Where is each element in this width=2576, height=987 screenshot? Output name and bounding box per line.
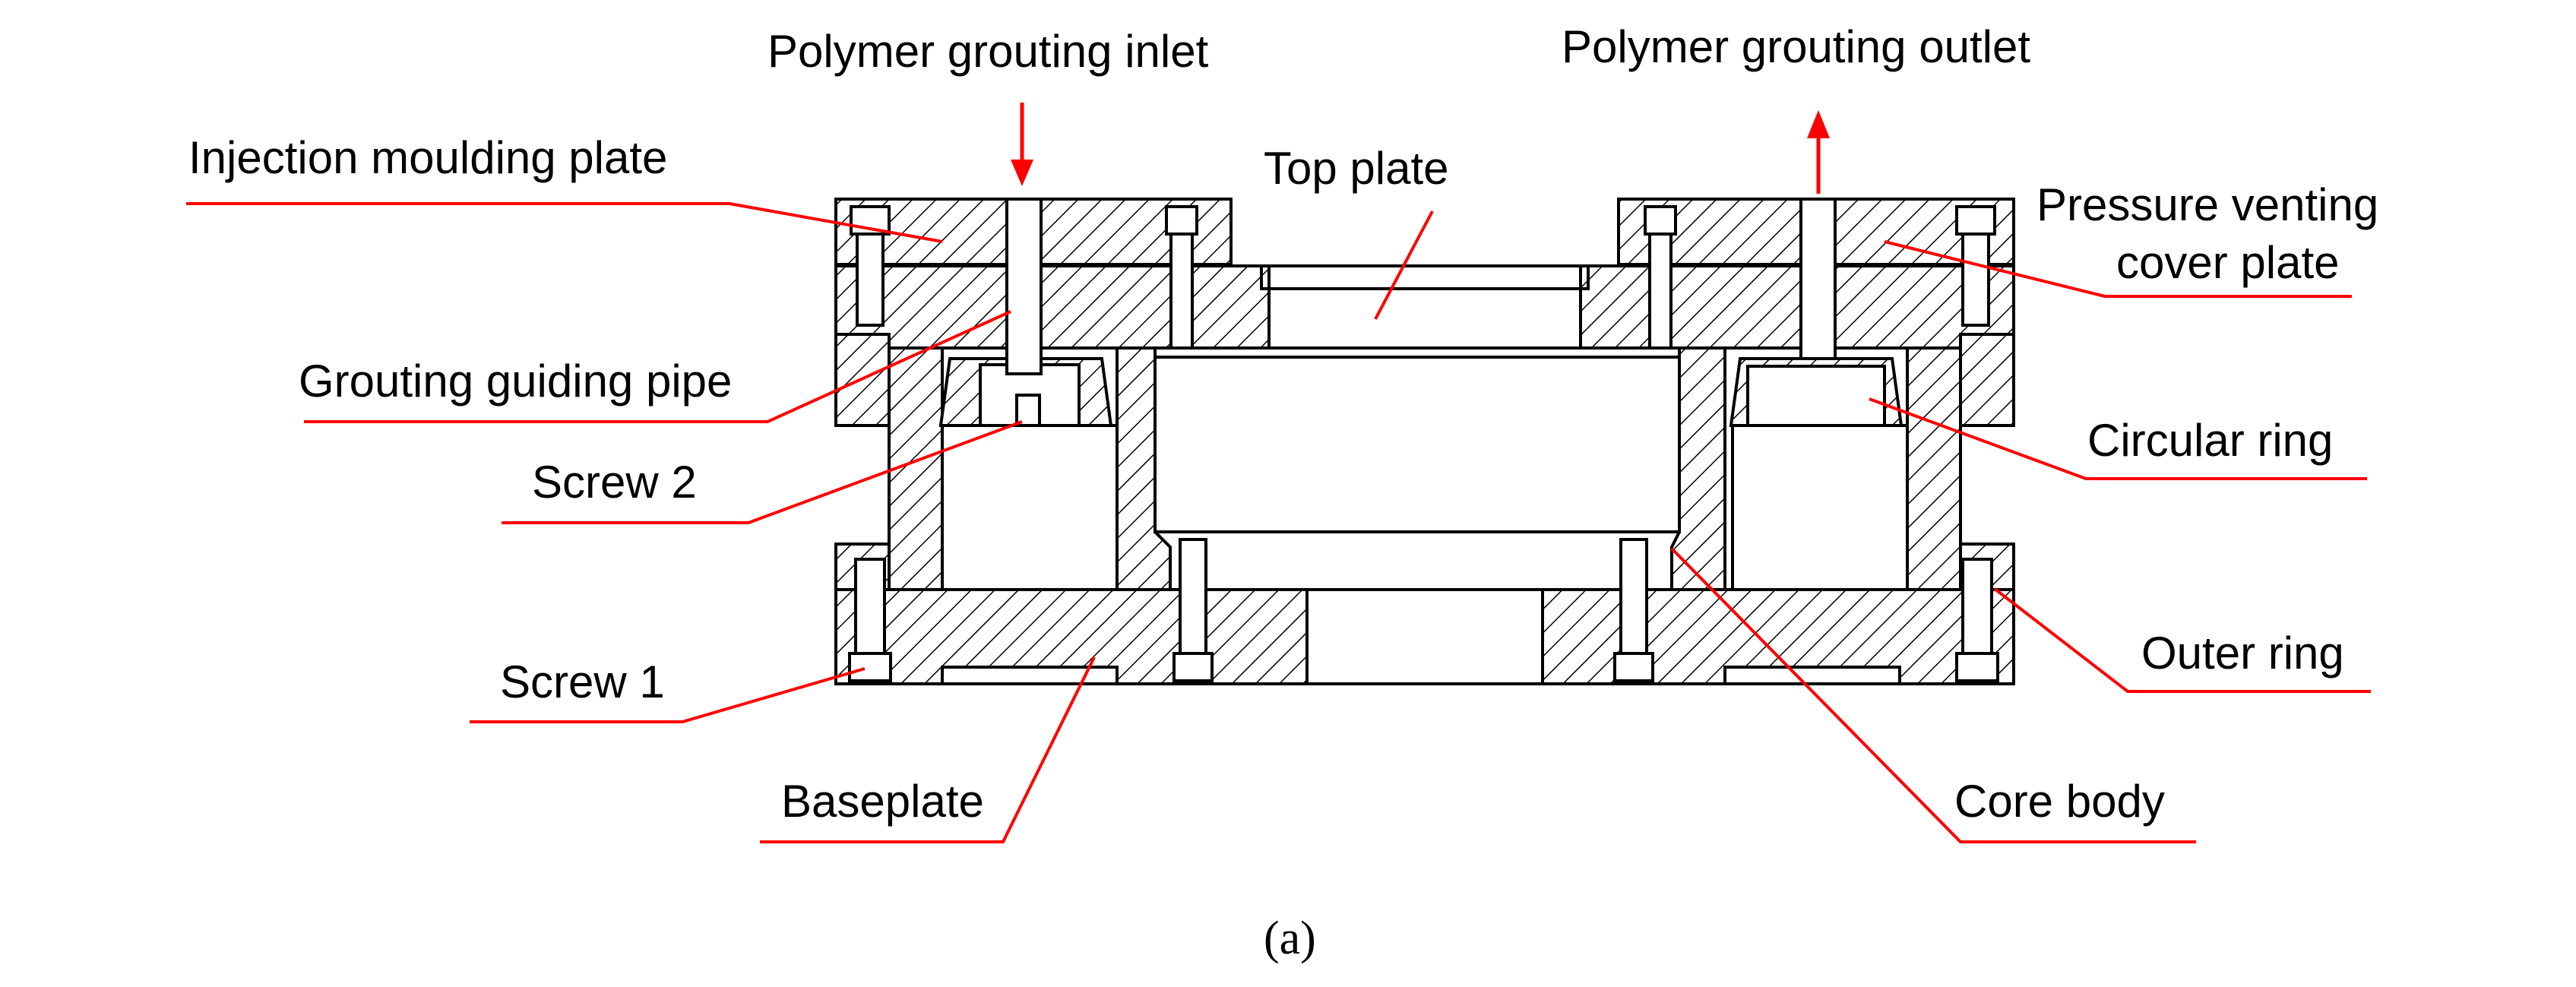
leader-screw1: [470, 667, 866, 723]
label-pressure-venting-line1: Pressure venting: [2036, 179, 2378, 230]
label-core-body: Core body: [1954, 776, 2165, 827]
screw-mid-right-top: [1644, 205, 1677, 236]
label-grouting-guiding-pipe: Grouting guiding pipe: [299, 356, 732, 407]
screw-mid-left-top: [1165, 205, 1198, 236]
outlet-arrow: [1807, 110, 1830, 194]
leader-guiding-pipe: [304, 310, 1011, 423]
label-screw-1: Screw 1: [500, 656, 665, 707]
label-pressure-venting-line2: cover plate: [2116, 237, 2340, 288]
left-cavity: [941, 424, 1119, 591]
label-circular-ring: Circular ring: [2087, 415, 2333, 466]
screw-mid-right-bot-shank: [1619, 538, 1648, 655]
top-plate-left: [834, 264, 1271, 350]
leader-core-body: [1670, 547, 2196, 843]
leader-outer-ring: [1993, 587, 2371, 693]
top-plate-opening: [1267, 264, 1582, 350]
outer-ring-right-wall: [1906, 346, 1962, 591]
screw-mid-left-top-shank: [1169, 233, 1194, 350]
grouting-guiding-pipe: [1005, 198, 1043, 375]
label-screw-2: Screw 2: [532, 457, 697, 508]
label-polymer-grouting-inlet: Polymer grouting inlet: [767, 26, 1209, 77]
core-body-bore: [1154, 356, 1681, 533]
baseplate-opening: [1305, 588, 1544, 685]
screw-mid-left-bot: [1172, 652, 1214, 682]
label-top-plate: Top plate: [1264, 143, 1449, 194]
leader-baseplate: [760, 656, 1096, 843]
screw-1-shank: [854, 558, 886, 655]
screw-right-bot: [1955, 652, 1999, 682]
circular-ring-right-inner: [1746, 365, 1886, 427]
leader-injection-plate: [186, 202, 943, 243]
label-polymer-grouting-outlet: Polymer grouting outlet: [1562, 21, 2030, 72]
right-cavity: [1731, 424, 1909, 591]
screw-right-bot-shank: [1961, 558, 1993, 655]
top-plate-right: [1579, 264, 2015, 350]
leader-top-plate: [1374, 210, 1434, 320]
figure-caption: (a): [1264, 913, 1316, 964]
label-outer-ring: Outer ring: [2141, 628, 2344, 679]
leader-screw2: [502, 420, 1023, 524]
screw-left-top-shank: [856, 233, 885, 327]
screw-2: [1015, 394, 1041, 427]
leader-circular-ring: [1869, 397, 2367, 480]
label-injection-moulding-plate: Injection moulding plate: [188, 132, 667, 183]
screw-mid-right-top-shank: [1648, 233, 1673, 350]
leader-venting-plate: [1884, 240, 2352, 298]
label-baseplate: Baseplate: [781, 776, 984, 827]
outer-ring-right-upper: [1959, 333, 2015, 427]
inlet-arrow: [1011, 103, 1033, 186]
baseplate-groove-right: [1723, 666, 1901, 685]
screw-right-top-head: [1955, 205, 1996, 236]
mould-drawing: [834, 198, 2015, 685]
venting-pipe: [1799, 198, 1837, 360]
screw-1: [848, 652, 892, 682]
screw-mid-left-bot-shank: [1179, 538, 1207, 655]
top-plate-boss: [1260, 264, 1590, 290]
screw-mid-right-bot: [1613, 652, 1654, 682]
baseplate-groove-left: [941, 666, 1119, 685]
screw-right-top-shank: [1961, 233, 1990, 327]
